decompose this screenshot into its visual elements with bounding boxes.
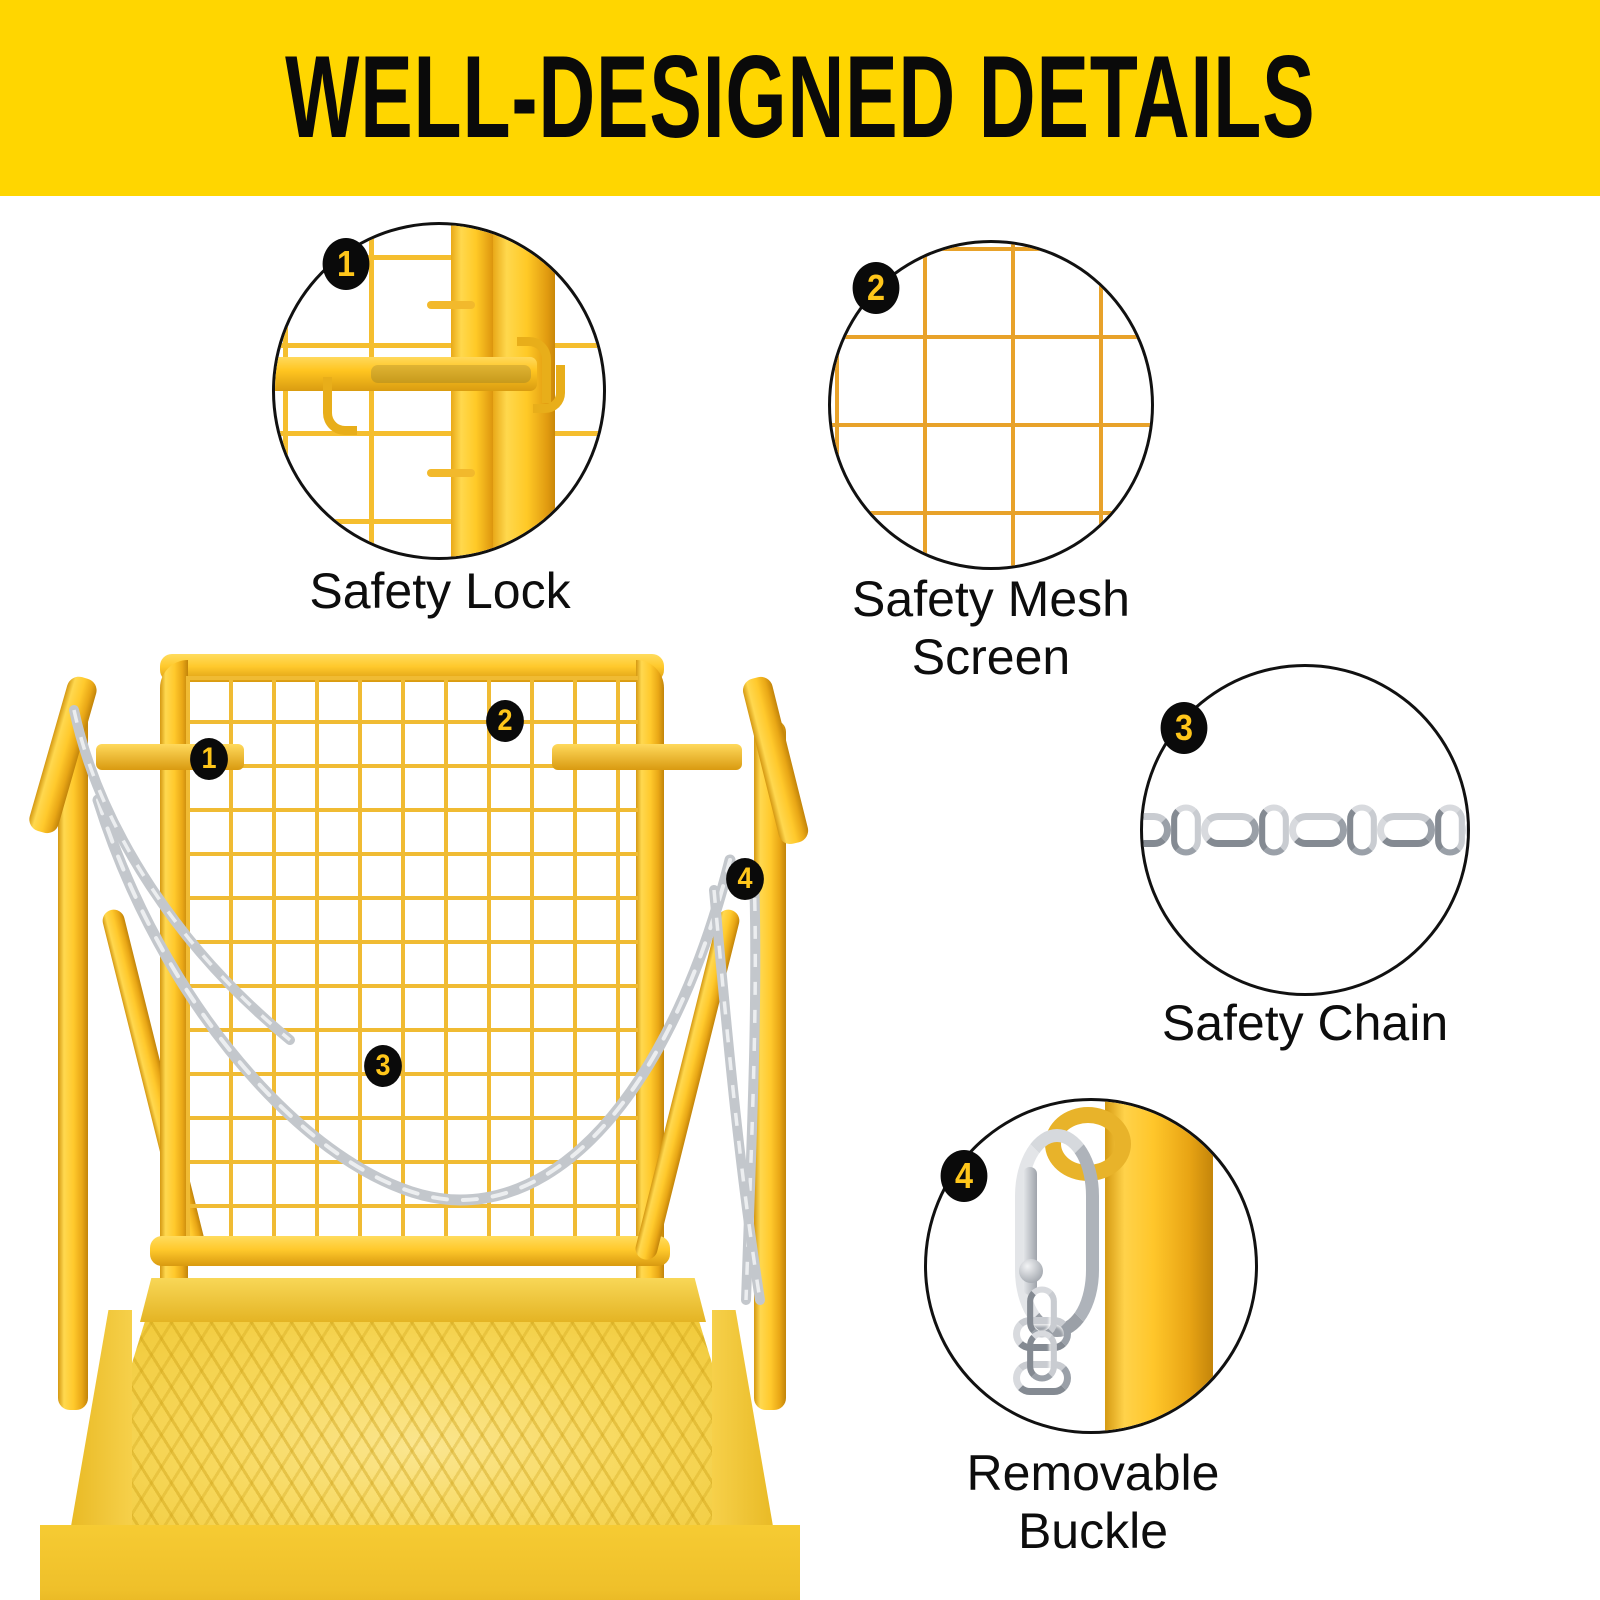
callout-safety-mesh-screen: 2 — [828, 240, 1158, 574]
lock-mesh-stub-top — [427, 301, 475, 309]
chain-link — [1259, 804, 1289, 856]
product-marker-2: 2 — [486, 700, 524, 742]
callout-4-photo-circle — [924, 1098, 1258, 1434]
callout-badge-1: 1 — [322, 238, 370, 290]
callout-1-caption: Safety Lock — [309, 563, 571, 619]
callout-safety-chain: 3 — [1140, 664, 1474, 1000]
chain-link — [1201, 813, 1259, 847]
safety-lock-right — [552, 744, 742, 770]
left-upper-chain — [69, 705, 295, 1045]
product-marker-1: 1 — [190, 738, 228, 780]
gate-bottom-rail — [150, 1236, 670, 1266]
lock-catch-bracket — [533, 365, 565, 413]
callout-badge-3-number: 3 — [1174, 707, 1194, 748]
deck-rear-lip — [140, 1278, 706, 1322]
product-image-work-platform: 1 2 3 4 — [26, 620, 811, 1600]
product-marker-2-number: 2 — [497, 704, 513, 737]
lock-mesh-stub-bottom — [427, 469, 475, 477]
product-marker-1-number: 1 — [201, 742, 217, 775]
chain-strand — [1143, 804, 1467, 856]
carabiner-gate-pin — [1019, 1259, 1043, 1283]
callout-removable-buckle: 4 — [924, 1098, 1262, 1438]
buckle-chain-strand — [1013, 1286, 1071, 1395]
lock-hook-left — [323, 377, 357, 435]
callout-safety-lock: 1 — [272, 222, 612, 567]
chain-link — [1171, 804, 1201, 856]
lock-frame-post-rear — [451, 225, 497, 557]
chain-link — [1347, 804, 1377, 856]
product-marker-4: 4 — [726, 858, 764, 900]
callout-badge-1-number: 1 — [336, 243, 356, 284]
chain-link — [1435, 804, 1465, 856]
chain-link — [1027, 1330, 1057, 1382]
product-marker-3-number: 3 — [375, 1049, 391, 1082]
diamond-plate-deck — [80, 1310, 764, 1532]
right-hanging-chain — [709, 865, 765, 1305]
callout-badge-2: 2 — [852, 262, 900, 314]
front-safety-chain — [92, 794, 736, 1206]
callout-badge-4-number: 4 — [954, 1155, 974, 1196]
callout-badge-4: 4 — [940, 1150, 988, 1202]
left-outer-rail-vertical — [58, 710, 88, 1410]
product-marker-3: 3 — [364, 1045, 402, 1087]
chain-link — [1013, 1361, 1071, 1395]
chain-link — [1377, 813, 1435, 847]
callout-1-photo-circle — [272, 222, 606, 560]
header-banner: WELL-DESIGNED DETAILS — [0, 0, 1600, 196]
chain-link — [1143, 813, 1171, 847]
gate-corner-left — [160, 660, 188, 730]
page-title: WELL-DESIGNED DETAILS — [284, 32, 1316, 163]
callout-2-caption: Safety Mesh Screen — [852, 571, 1130, 685]
callout-3-caption: Safety Chain — [1161, 995, 1449, 1051]
callout-badge-2-number: 2 — [866, 267, 886, 308]
front-kick-plate — [40, 1525, 800, 1600]
chain-link — [1465, 813, 1467, 847]
chain-link — [1289, 813, 1347, 847]
chain-link — [1013, 1317, 1071, 1351]
product-marker-4-number: 4 — [737, 862, 753, 895]
lock-bolt-shaft — [371, 365, 531, 383]
callout-badge-3: 3 — [1160, 702, 1208, 754]
gate-corner-right — [636, 660, 664, 730]
callout-4-caption: Removable Buckle — [966, 1445, 1220, 1559]
